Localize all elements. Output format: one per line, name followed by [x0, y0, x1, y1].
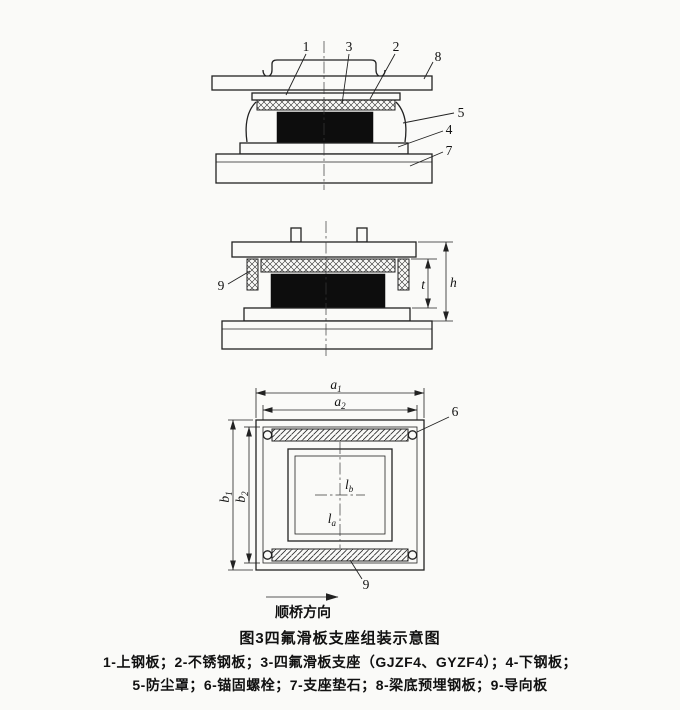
guide-plate-strip-bottom	[271, 548, 409, 562]
section-view-dimensioned: 9 t h	[218, 221, 457, 356]
callout-9-plan: 9	[363, 577, 370, 592]
guide-plate-strip-top	[271, 428, 409, 442]
callout-2-leader	[369, 53, 396, 100]
callout-2: 2	[393, 39, 400, 54]
upper-steel-plate	[251, 92, 401, 101]
callout-5-leader	[402, 112, 455, 124]
dust-cover-right	[395, 101, 407, 143]
callout-7: 7	[446, 143, 453, 158]
dim-b2: b2	[233, 426, 260, 564]
callout-1: 1	[303, 39, 310, 54]
anchor-bolt-top-right	[407, 430, 418, 440]
callout-9: 9	[218, 278, 225, 293]
figure-legend-line-2: 5-防尘罩；6-锚固螺栓；7-支座垫石；8-梁底预埋钢板；9-导向板	[132, 677, 548, 693]
callout-7-leader	[409, 151, 444, 167]
dim-t: t	[411, 258, 437, 309]
anchor-bolt-top-left	[262, 430, 273, 440]
callout-6-leader	[416, 416, 450, 433]
dim-b1: b1	[217, 419, 253, 571]
callout-4-leader	[397, 130, 444, 148]
callout-6: 6	[452, 404, 459, 419]
plan-inner-plate	[262, 426, 418, 564]
dim-la-label: la	[328, 511, 337, 528]
callout-3-leader	[341, 53, 350, 105]
direction-label: 顺桥方向	[275, 604, 331, 620]
dim-a2-label: a2	[334, 394, 346, 411]
callout-8-leader	[423, 61, 434, 80]
top-steel-plate	[231, 241, 417, 258]
dim-h: h	[412, 241, 457, 322]
dim-h-label: h	[450, 275, 457, 290]
dim-b1-label: b1	[217, 491, 234, 502]
guide-plate-left	[246, 258, 259, 291]
bearing-assembly-diagram: 1 3 2 8 5 4 7	[211, 39, 465, 620]
anchor-bolt-bottom-left	[262, 550, 273, 560]
figure-caption: 图3四氟滑板支座组装示意图 1-上钢板；2-不锈钢板；3-四氟滑板支座（GJZF…	[0, 631, 680, 701]
anchor-bolt-bottom-right	[407, 550, 418, 560]
figure-title: 图3四氟滑板支座组装示意图	[239, 630, 441, 647]
guide-plate-right	[397, 258, 410, 291]
bottom-steel-plate	[243, 307, 411, 322]
section-view-installed: 1 3 2 8 5 4 7	[211, 39, 465, 190]
callout-5: 5	[458, 105, 465, 120]
ptfe-sliding-layer	[256, 99, 396, 111]
plan-view: a1 a2	[217, 377, 459, 620]
bearing-body-section	[270, 273, 386, 309]
dust-cover-left	[245, 101, 257, 143]
ptfe-layer	[260, 258, 396, 273]
callout-8: 8	[435, 49, 442, 64]
dim-b2-label: b2	[233, 491, 250, 503]
callout-9-plan-leader	[349, 559, 363, 580]
callout-1-leader	[285, 53, 307, 96]
beam-anchor-hooks	[262, 59, 386, 78]
dim-a1-label: a1	[330, 377, 341, 394]
callout-9-leader	[227, 270, 251, 285]
callout-3: 3	[346, 39, 353, 54]
dim-t-label: t	[421, 277, 426, 292]
dim-a1: a1	[255, 377, 425, 418]
anchor-stud-left	[290, 227, 302, 243]
dim-lb-label: lb	[345, 477, 354, 494]
figure-legend-line-1: 1-上钢板；2-不锈钢板；3-四氟滑板支座（GJZF4、GYZF4）；4-下钢板…	[103, 654, 577, 670]
plinth-section	[221, 320, 433, 350]
bearing-body	[276, 111, 374, 144]
anchor-stud-right	[356, 227, 368, 243]
embedded-steel-plate	[211, 75, 433, 91]
callout-4: 4	[446, 122, 453, 137]
